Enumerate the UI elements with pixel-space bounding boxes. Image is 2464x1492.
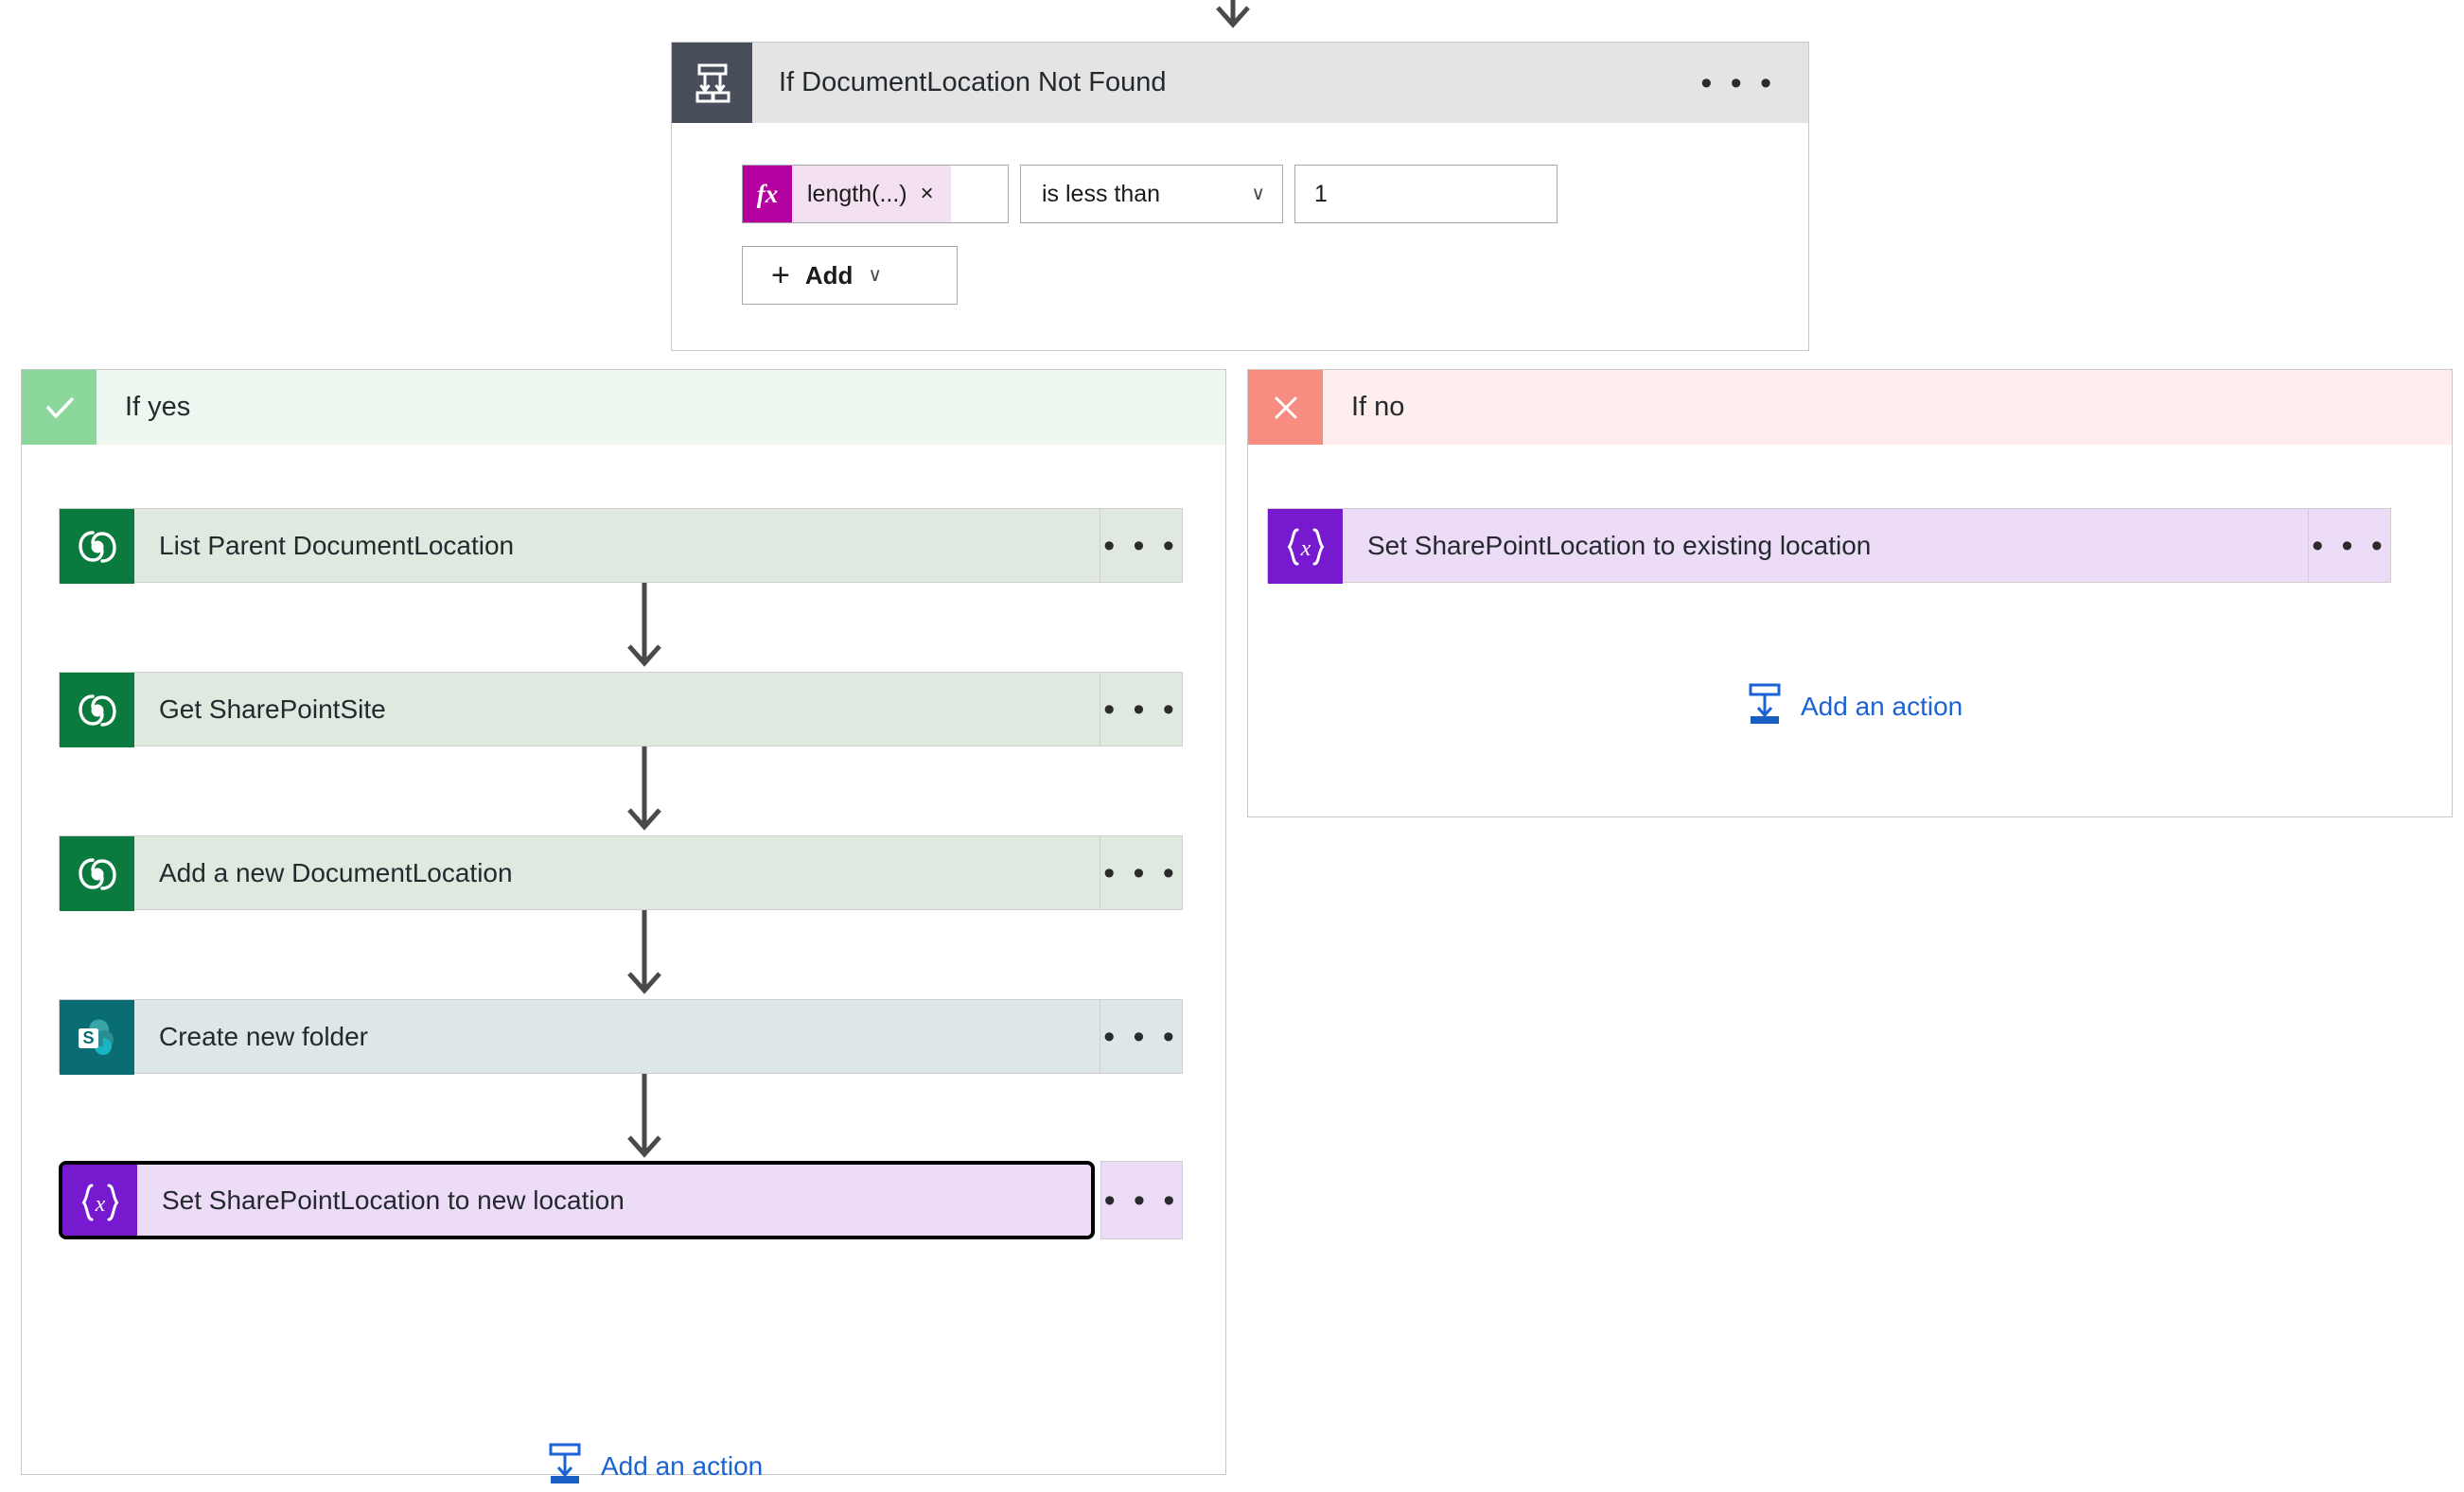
action-card-main[interactable]: x Set SharePointLocation to new location	[59, 1161, 1095, 1239]
plus-icon: +	[771, 257, 790, 293]
action-card-label: Set SharePointLocation to new location	[162, 1185, 625, 1215]
connector-into-condition	[1212, 0, 1254, 32]
action-card-label: Add a new DocumentLocation	[159, 857, 513, 887]
branch-if-no: If no x Set SharePointLocation to existi…	[1247, 369, 2453, 817]
condition-value-text: 1	[1314, 180, 1328, 207]
branch-if-no-label: If no	[1351, 392, 1405, 422]
connector-arrow	[624, 746, 665, 834]
action-card-list-parent-documentlocation[interactable]: List Parent DocumentLocation • • •	[59, 508, 1183, 584]
svg-text:x: x	[1299, 536, 1311, 561]
action-card-main[interactable]: List Parent DocumentLocation	[59, 508, 1100, 584]
action-card-label: Set SharePointLocation to existing locat…	[1367, 530, 1872, 560]
action-overflow-menu-icon[interactable]: • • •	[1100, 1161, 1183, 1239]
branch-if-yes-header[interactable]: If yes	[22, 370, 1225, 445]
insert-below-icon	[546, 1443, 584, 1489]
condition-body: fx length(...) × is less than ∨ 1 + Add …	[672, 123, 1808, 305]
condition-operator-value: is less than	[1042, 180, 1161, 207]
action-card-main[interactable]: Get SharePointSite	[59, 672, 1100, 747]
add-an-action-label: Add an action	[601, 1450, 764, 1481]
action-card-get-sharepointsite[interactable]: Get SharePointSite • • •	[59, 672, 1183, 747]
close-x-icon	[1248, 370, 1323, 445]
svg-text:S: S	[82, 1028, 94, 1047]
action-card-label: Create new folder	[159, 1021, 369, 1051]
action-card-add-a-new-documentlocation[interactable]: Add a new DocumentLocation • • •	[59, 835, 1183, 911]
branch-if-yes: If yes List Parent DocumentLocation • • …	[21, 369, 1226, 1483]
action-overflow-menu-icon[interactable]: • • •	[2309, 508, 2391, 583]
add-an-action-button-no-visible[interactable]: Add an action	[1746, 683, 1962, 729]
add-an-action-label: Add an action	[1801, 691, 1963, 721]
action-card-label: Get SharePointSite	[159, 693, 386, 724]
chevron-down-icon: ∨	[868, 265, 883, 286]
condition-title: If DocumentLocation Not Found	[779, 67, 1167, 97]
expression-token[interactable]: fx length(...) ×	[743, 166, 951, 222]
action-overflow-menu-icon[interactable]: • • •	[1100, 835, 1183, 910]
action-card-main[interactable]: S Create new folder	[59, 999, 1100, 1075]
condition-branch-icon	[672, 43, 752, 123]
action-card-set-sharepointlocation-to-existing-location[interactable]: x Set SharePointLocation to existing loc…	[1267, 508, 2391, 584]
condition-operator-select[interactable]: is less than ∨	[1020, 165, 1283, 223]
expression-token-label: length(...)	[807, 180, 907, 207]
dataverse-icon	[60, 836, 134, 911]
action-card-label: List Parent DocumentLocation	[159, 530, 515, 560]
remove-token-icon[interactable]: ×	[920, 181, 934, 206]
condition-value-input[interactable]: 1	[1294, 165, 1558, 223]
variable-braces-icon: x	[62, 1165, 137, 1236]
add-condition-label: Add	[804, 260, 854, 290]
svg-text:x: x	[94, 1192, 105, 1217]
add-an-action-button-yes[interactable]: Add an action	[546, 1443, 763, 1489]
insert-below-icon	[1746, 683, 1784, 729]
dataverse-icon	[60, 673, 134, 747]
action-card-create-new-folder[interactable]: S Create new folder • • •	[59, 999, 1183, 1075]
action-card-set-sharepointlocation-to-new-location[interactable]: x Set SharePointLocation to new location…	[59, 1161, 1183, 1239]
chevron-down-icon: ∨	[1251, 184, 1265, 204]
add-condition-button[interactable]: + Add ∨	[742, 246, 958, 305]
dataverse-icon	[60, 509, 134, 584]
fx-icon: fx	[743, 166, 792, 222]
connector-arrow	[624, 583, 665, 671]
branch-if-yes-label: If yes	[125, 392, 191, 422]
condition-overflow-menu-icon[interactable]: • • •	[1700, 64, 1776, 101]
condition-left-operand-field[interactable]: fx length(...) ×	[742, 165, 1009, 223]
connector-arrow	[624, 910, 665, 998]
condition-card-header[interactable]: If DocumentLocation Not Found • • •	[672, 43, 1808, 123]
variable-braces-icon: x	[1268, 509, 1343, 584]
action-overflow-menu-icon[interactable]: • • •	[1100, 508, 1183, 583]
action-overflow-menu-icon[interactable]: • • •	[1100, 999, 1183, 1074]
action-overflow-menu-icon[interactable]: • • •	[1100, 672, 1183, 746]
condition-row: fx length(...) × is less than ∨ 1	[742, 165, 1808, 223]
condition-card[interactable]: If DocumentLocation Not Found • • • fx l…	[671, 42, 1809, 351]
check-icon	[22, 370, 97, 445]
action-card-main[interactable]: Add a new DocumentLocation	[59, 835, 1100, 911]
action-card-main[interactable]: x Set SharePointLocation to existing loc…	[1267, 508, 2309, 584]
branch-if-no-header[interactable]: If no	[1248, 370, 2452, 445]
sharepoint-icon: S	[60, 1000, 134, 1075]
connector-arrow	[624, 1074, 665, 1162]
